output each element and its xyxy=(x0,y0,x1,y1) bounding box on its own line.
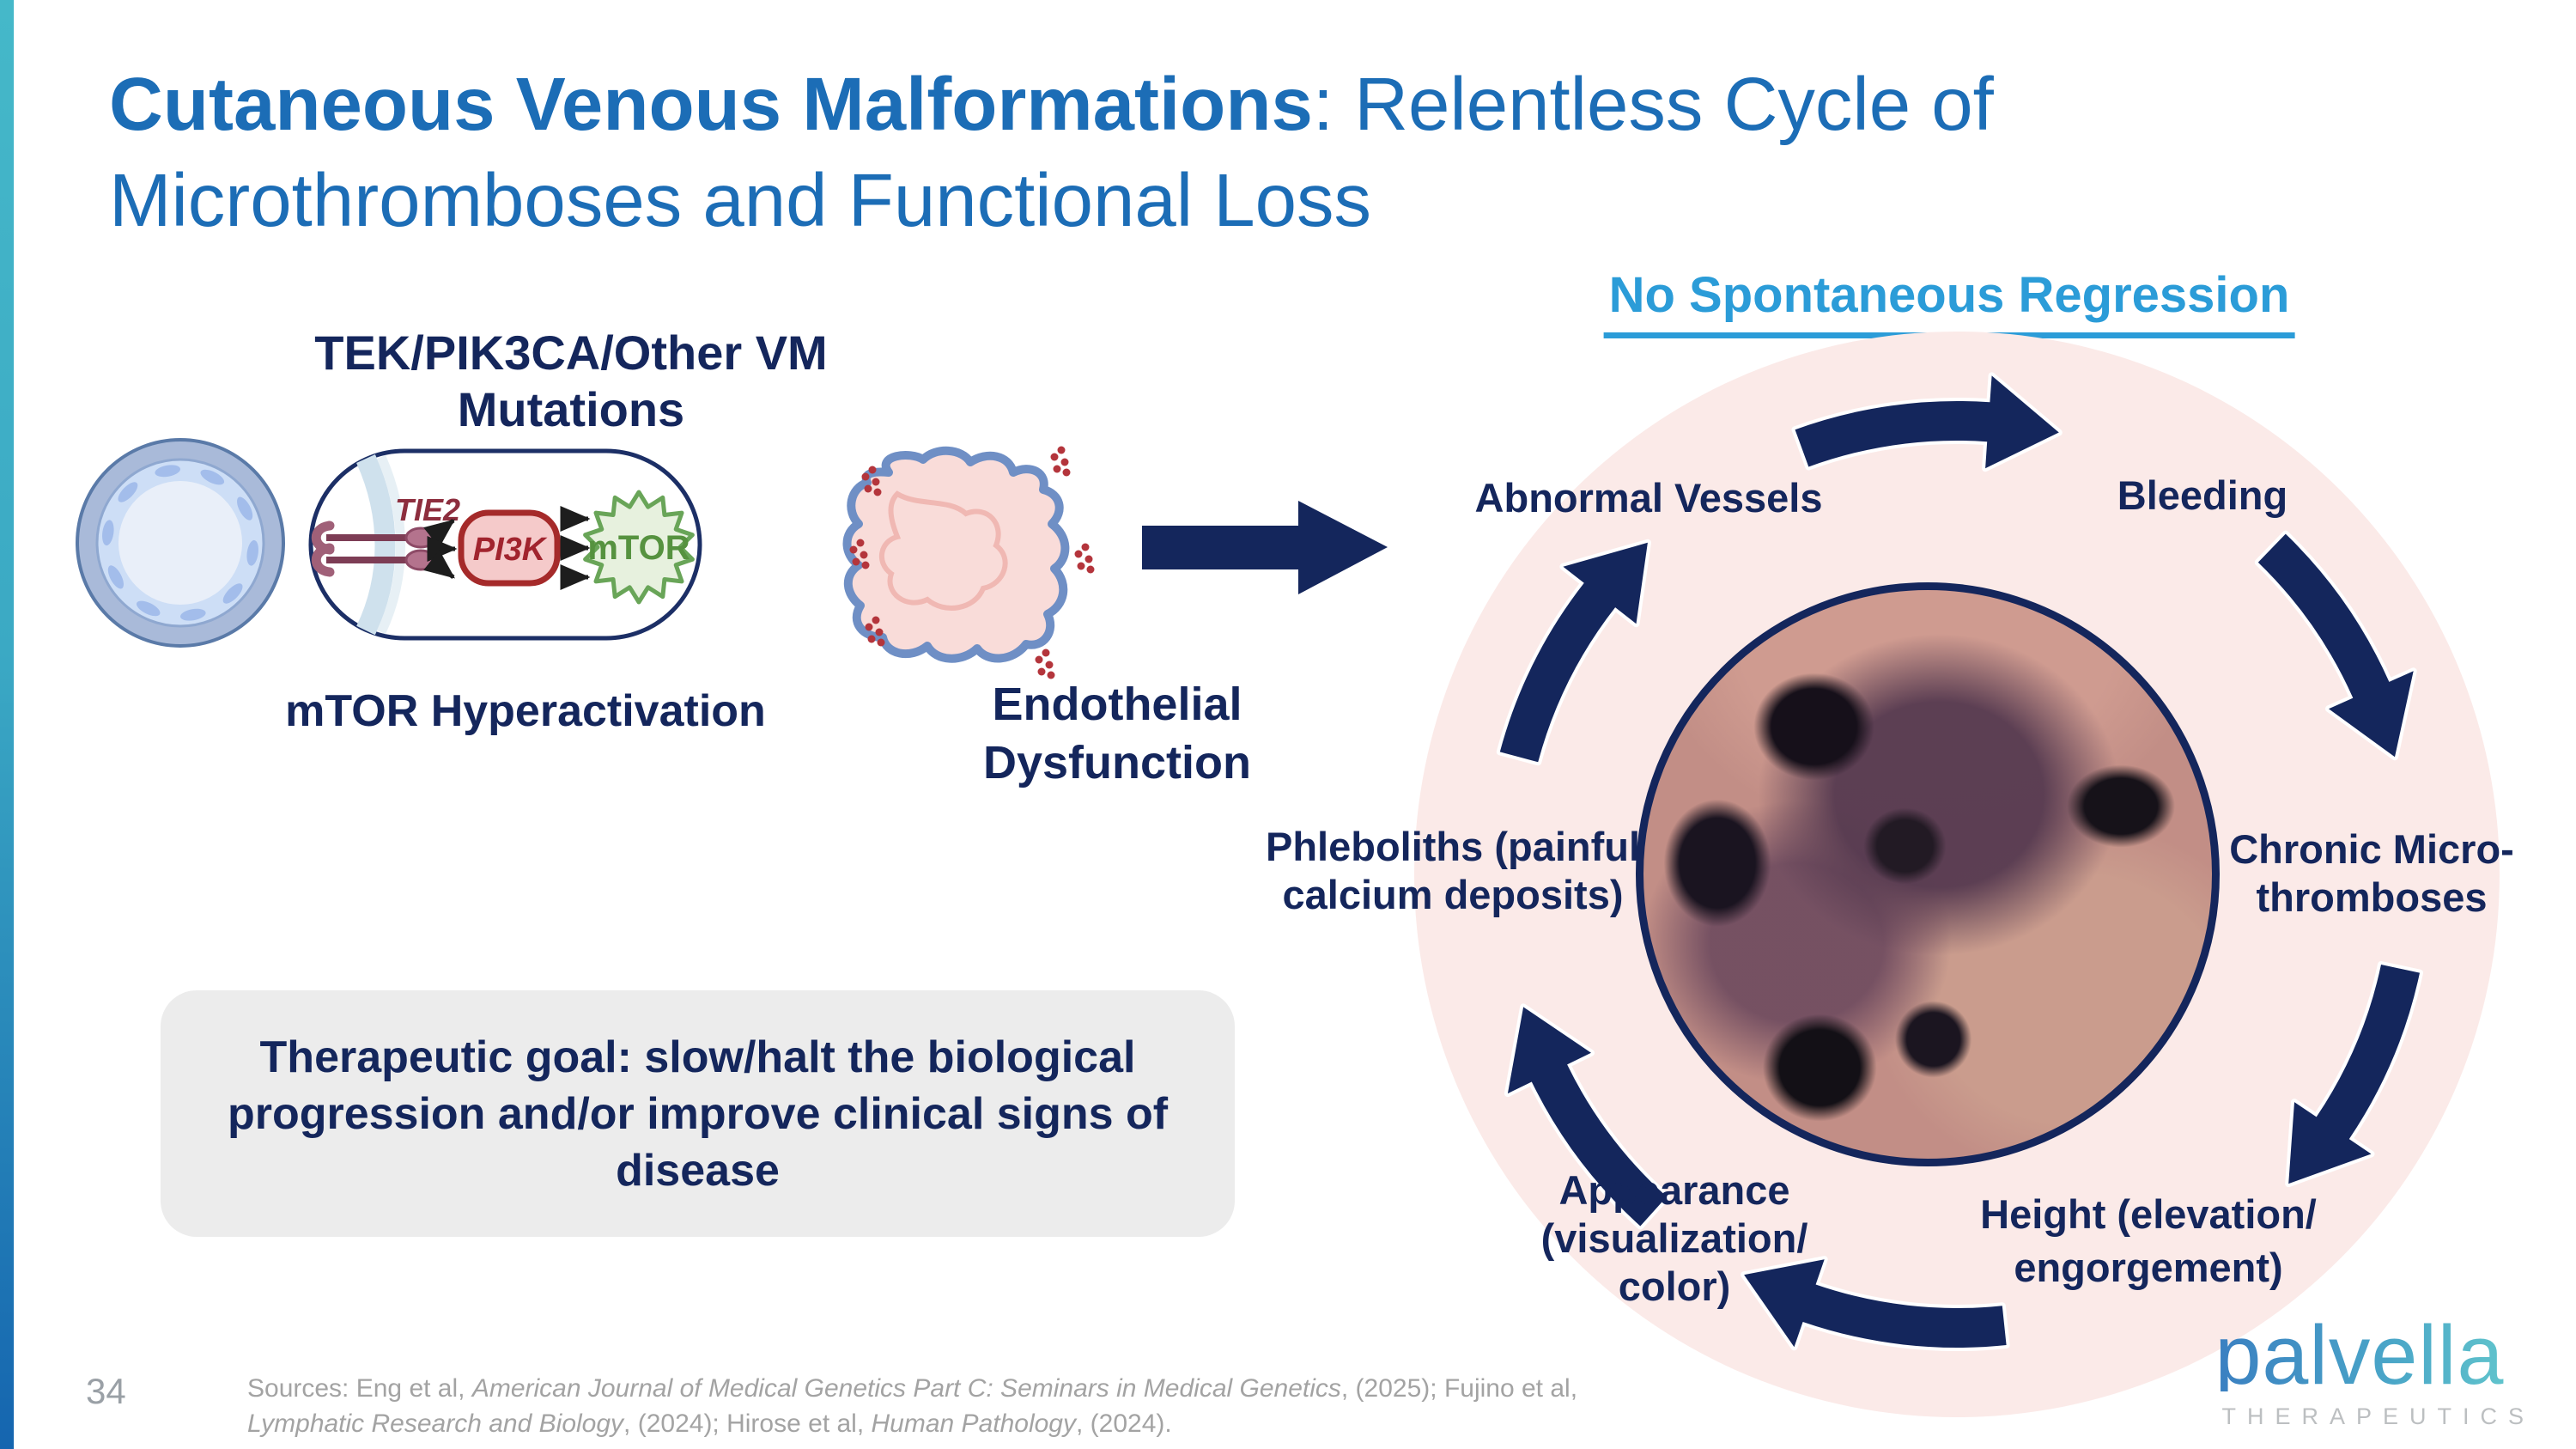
mtor-node-label: mTOR xyxy=(587,529,690,567)
logo-wordmark: palvella xyxy=(2215,1313,2535,1397)
mutations-line1: TEK/PIK3CA/Other VM xyxy=(314,326,828,380)
endothelial-cell-nucleus xyxy=(222,583,243,604)
vessel-cross-section-icon xyxy=(76,438,285,648)
endothelial-blob-icon xyxy=(842,446,1095,679)
cycle-step-height: Height (elevation/ engorgement) xyxy=(1980,1191,2317,1290)
endothelial-line2: Dysfunction xyxy=(982,737,1252,788)
therapeutic-goal-box: Therapeutic goal: slow/halt the biologic… xyxy=(161,990,1235,1237)
red-dots-icon xyxy=(849,446,1095,679)
page-number: 34 xyxy=(86,1371,126,1411)
endothelial-cell-nucleus xyxy=(107,565,124,589)
lesion-photo xyxy=(1636,582,2220,1166)
signal-arrows-icon xyxy=(423,519,458,579)
page-title: Cutaneous Venous Malformations: Relentle… xyxy=(109,57,2462,249)
mtor-starburst-icon: mTOR xyxy=(583,490,695,605)
cycle-step-abnormal-vessels: Abnormal Vessels xyxy=(1474,475,1823,521)
logo-tagline: THERAPEUTICS xyxy=(2221,1403,2535,1429)
title-emphasis: Cutaneous Venous Malformations xyxy=(109,63,1313,146)
pi3k-node: PI3K xyxy=(458,509,561,587)
endothelial-cell-nucleus xyxy=(136,600,161,617)
endothelial-cell-nucleus xyxy=(200,469,225,485)
sources-citation: Sources: Eng et al, American Journal of … xyxy=(247,1374,1578,1438)
title-rest: : Relentless Cycle of xyxy=(1312,63,1994,146)
cycle-step-bleeding: Bleeding xyxy=(2117,472,2288,518)
membrane-icon xyxy=(356,454,405,636)
cycle-step-phleboliths: Phleboliths (painful calcium deposits) xyxy=(1265,824,1641,917)
hyperactivation-label: mTOR Hyperactivation xyxy=(285,686,766,736)
endothelial-cell-nucleus xyxy=(179,608,206,621)
endothelial-cell-nucleus xyxy=(118,482,138,502)
cell-capsule: TIE2 PI3K mTOR xyxy=(308,448,702,641)
pathway-diagram: TIE2 PI3K mTOR xyxy=(76,438,1388,679)
block-arrow-icon xyxy=(1142,501,1388,594)
therapeutic-goal-text: Therapeutic goal: slow/halt the biologic… xyxy=(227,1032,1169,1196)
mutations-label: TEK/PIK3CA/Other VM Mutations xyxy=(314,325,827,438)
signal-arrows-icon xyxy=(560,506,591,590)
palvella-logo: palvella THERAPEUTICS xyxy=(2215,1313,2535,1430)
endothelial-label: Endothelial Dysfunction xyxy=(983,675,1251,792)
mutations-line2: Mutations xyxy=(457,382,685,436)
endothelial-line1: Endothelial xyxy=(992,679,1242,730)
pi3k-label: PI3K xyxy=(473,532,548,568)
endothelial-cell-nucleus xyxy=(155,465,181,478)
accent-bar xyxy=(0,0,14,1449)
endothelial-cell-nucleus xyxy=(237,496,253,521)
endothelial-cell-nucleus xyxy=(102,520,114,546)
endothelial-cell-nucleus xyxy=(246,539,258,566)
title-line2: Microthromboses and Functional Loss xyxy=(109,159,1372,242)
no-regression-heading: No Spontaneous Regression xyxy=(1603,266,2295,338)
cycle-step-chronic-microthromboses: Chronic Micro- thromboses xyxy=(2229,826,2514,920)
cycle-step-appearance: Appearance (visualization/ color) xyxy=(1540,1167,1808,1309)
